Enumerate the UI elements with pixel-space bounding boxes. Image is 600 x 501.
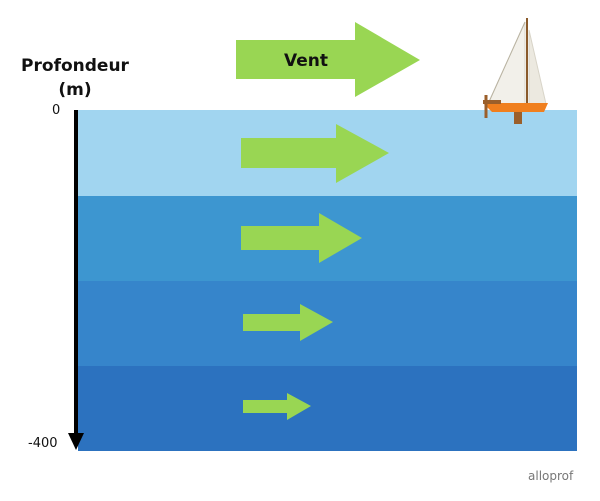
current-arrow-layer-3 bbox=[243, 304, 333, 341]
brand-logo: alloprof bbox=[528, 469, 574, 483]
depth-label-bottom: -400 bbox=[28, 436, 58, 451]
water-layer-4 bbox=[78, 366, 577, 451]
depth-label-top: 0 bbox=[52, 103, 61, 118]
wind-arrow bbox=[236, 22, 420, 97]
sailboat-icon bbox=[483, 18, 548, 124]
depth-axis-arrowhead bbox=[68, 433, 84, 450]
current-arrow-layer-2 bbox=[241, 213, 362, 263]
depth-axis-title: Profondeur (m) bbox=[10, 54, 140, 102]
wind-label: Vent bbox=[284, 51, 328, 71]
current-arrow-layer-4 bbox=[243, 393, 311, 420]
current-arrow-layer-1 bbox=[241, 124, 389, 183]
depth-axis-title-line1: Profondeur bbox=[21, 56, 129, 76]
depth-axis-title-line2: (m) bbox=[58, 80, 92, 100]
